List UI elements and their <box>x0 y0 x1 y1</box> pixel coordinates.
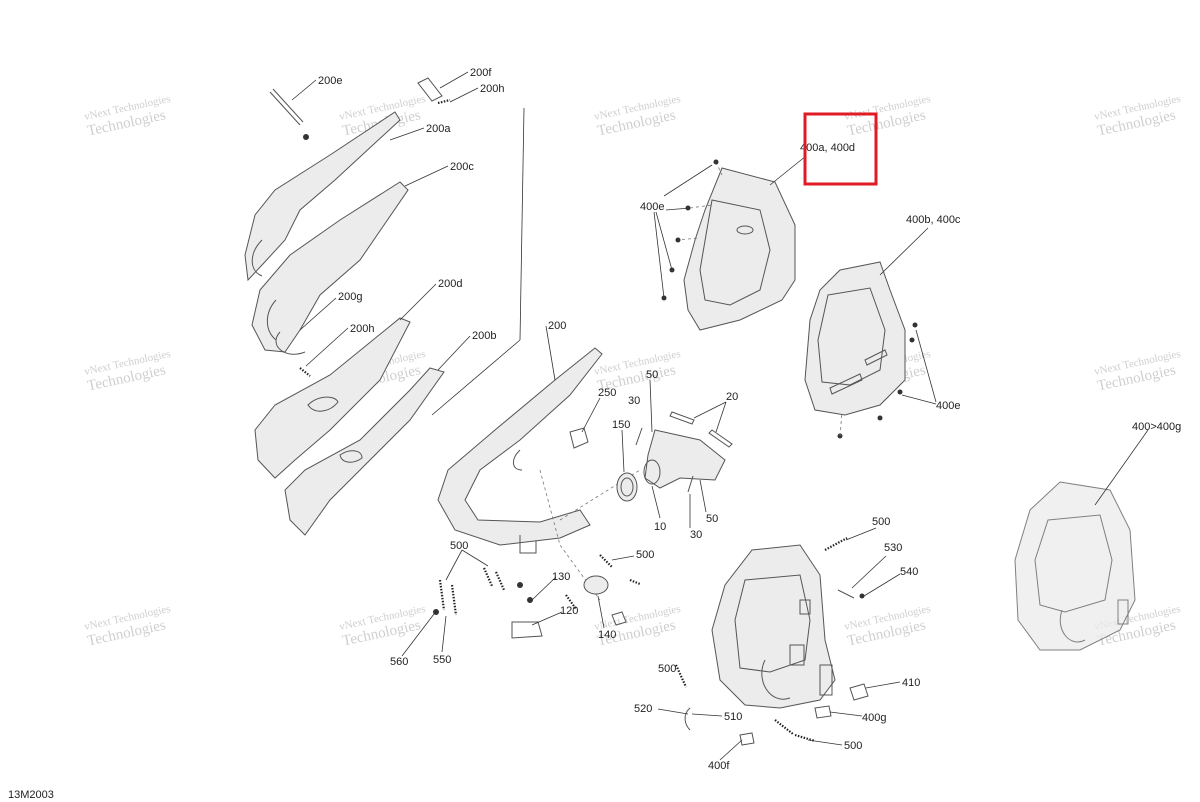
spring-500-b <box>494 571 506 591</box>
callout-140: 140 <box>598 629 616 641</box>
callout-200h-top: 200h <box>480 83 504 95</box>
leader-lines <box>291 71 1149 761</box>
heat-shield-200c <box>251 181 409 353</box>
stud-30-bot <box>687 475 694 493</box>
muffler-assembly-400 <box>1014 481 1136 651</box>
callout-50-top: 50 <box>646 369 658 381</box>
ring-150 <box>616 472 638 502</box>
grommet-410 <box>849 683 869 701</box>
bracket-130 <box>511 621 543 639</box>
callout-410: 410 <box>902 677 920 689</box>
callout-500-bottom: 500 <box>844 740 862 752</box>
heat-shield-group <box>244 77 525 536</box>
callout-560: 560 <box>390 656 408 668</box>
watermark: vNext Technologies Technologies <box>593 93 682 140</box>
callout-20: 20 <box>726 391 738 403</box>
clip-200f <box>417 77 443 102</box>
callout-30-top: 30 <box>628 395 640 407</box>
spring-500-c <box>599 554 613 568</box>
callout-200e: 200e <box>318 75 342 87</box>
callout-400e-right: 400e <box>936 400 960 412</box>
springs-and-hardware <box>433 537 869 746</box>
callout-200b: 200b <box>472 330 496 342</box>
manifold-group <box>569 411 733 502</box>
stud-200e <box>269 91 301 126</box>
callout-30-bot: 30 <box>690 529 702 541</box>
clip-520 <box>684 707 691 731</box>
spring-550-a <box>438 579 446 611</box>
nut-560 <box>433 609 439 615</box>
ring-200g <box>275 331 306 355</box>
callout-520: 520 <box>634 703 652 715</box>
watermark: vNext Technologies Technologies <box>1093 348 1182 395</box>
spring-550-b <box>450 584 458 616</box>
callout-400-400g: 400>400g <box>1132 421 1181 433</box>
callout-130: 130 <box>552 571 570 583</box>
washer-540 <box>859 593 865 599</box>
stud-30-top <box>635 427 643 446</box>
bolt-530 <box>837 589 855 599</box>
callout-550: 550 <box>433 654 451 666</box>
callout-150: 150 <box>612 419 630 431</box>
callout-500-right: 500 <box>872 516 890 528</box>
watermark: vNext Technologies Technologies <box>843 603 932 650</box>
muffler-shield-400b <box>804 261 918 439</box>
gasket-20-right <box>708 429 733 448</box>
highlight-box <box>803 112 878 186</box>
callout-400f: 400f <box>708 760 730 772</box>
watermark: vNext Technologies Technologies <box>593 603 682 650</box>
pipe-bracket <box>519 535 537 554</box>
callout-10: 10 <box>654 521 666 533</box>
clamp-250 <box>569 427 589 449</box>
muffler-shield-400a <box>661 159 796 331</box>
gasket-20-top <box>669 411 695 425</box>
callout-400e-top: 400e <box>640 201 664 213</box>
spring-500-e <box>824 537 848 551</box>
heat-shield-200b <box>284 367 445 536</box>
diagram-code: 13M2003 <box>8 789 54 801</box>
grommet-400f <box>739 732 755 746</box>
heat-shield-200a <box>244 111 401 282</box>
callout-200g: 200g <box>338 291 362 303</box>
watermark: vNext Technologies Technologies <box>843 93 932 140</box>
callout-540: 540 <box>900 566 918 578</box>
callout-200c: 200c <box>450 161 474 173</box>
callout-labels: 200e 200f 200h 200a 200c 200g 200d 200h … <box>318 67 1181 772</box>
spring-500-g <box>794 733 816 743</box>
nut <box>303 134 309 140</box>
manifold-10 <box>644 429 726 489</box>
callout-200: 200 <box>548 320 566 332</box>
callout-200a: 200a <box>426 123 451 135</box>
muffler-body <box>711 544 836 709</box>
spring-200h-mid <box>299 367 311 377</box>
callout-400b-400c: 400b, 400c <box>906 214 961 226</box>
spring-500-a <box>482 567 494 587</box>
watermark: vNext Technologies Technologies <box>83 348 172 395</box>
callout-500-left: 500 <box>450 540 468 552</box>
spring-200h-top <box>437 98 451 105</box>
callout-200d: 200d <box>438 278 462 290</box>
callout-510: 510 <box>724 711 742 723</box>
watermark: vNext Technologies Technologies <box>83 93 172 140</box>
callout-250: 250 <box>598 387 616 399</box>
spring-500-f <box>774 719 794 735</box>
callout-200h-mid: 200h <box>350 323 374 335</box>
callout-400a-400d: 400a, 400d <box>800 142 855 154</box>
spring-500-d <box>674 664 688 688</box>
callout-400g: 400g <box>862 712 886 724</box>
callout-530: 530 <box>884 542 902 554</box>
callout-50-bot: 50 <box>706 513 718 525</box>
callout-120: 120 <box>560 605 578 617</box>
callout-200f: 200f <box>470 67 492 79</box>
clamp-140 <box>583 575 609 595</box>
grommet-400g <box>814 705 832 719</box>
watermark: vNext Technologies Technologies <box>83 603 172 650</box>
watermark: vNext Technologies Technologies <box>338 603 427 650</box>
watermark: vNext Technologies Technologies <box>1093 93 1182 140</box>
callout-500-mid: 500 <box>636 549 654 561</box>
callout-500-low: 500 <box>658 663 676 675</box>
